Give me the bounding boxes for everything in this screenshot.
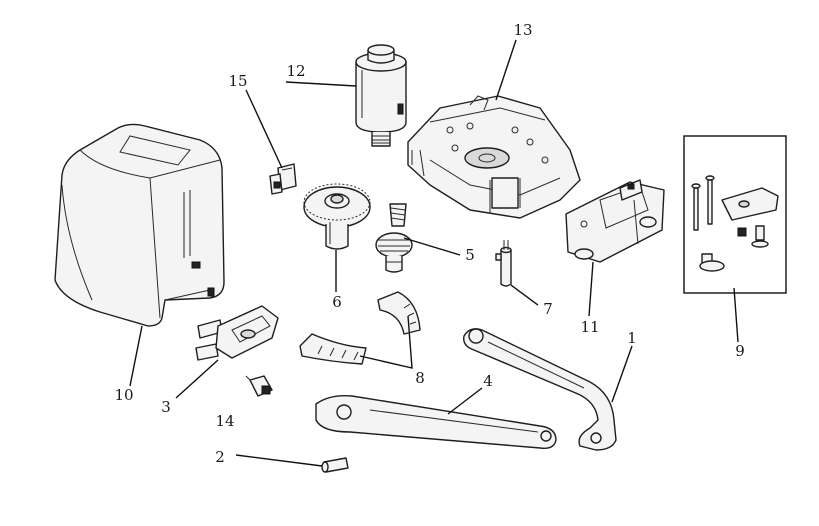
leader-7	[510, 284, 539, 306]
callout-2: 2	[215, 448, 225, 466]
callout-8: 8	[415, 369, 425, 387]
cover-housing	[54, 123, 225, 327]
leader-5	[403, 237, 461, 256]
callout-15: 15	[228, 72, 247, 90]
leader-4	[447, 387, 483, 415]
worm-gear	[375, 203, 413, 273]
callout-7: 7	[543, 300, 553, 318]
callout-9: 9	[735, 342, 745, 360]
gear-with-shaft	[303, 183, 371, 250]
motor	[355, 44, 407, 147]
callout-5: 5	[465, 246, 475, 264]
leader-10	[129, 325, 143, 387]
leader-lines	[129, 39, 739, 467]
callout-13: 13	[513, 21, 532, 39]
gear-sector-lower	[299, 333, 367, 365]
callout-4: 4	[483, 372, 493, 390]
hardware-kit-items	[691, 175, 779, 272]
leader-8	[359, 315, 413, 369]
base-plate	[407, 95, 581, 219]
curved-arm	[463, 328, 617, 451]
drive-arm	[315, 394, 557, 450]
leader-11	[588, 261, 594, 317]
leader-15	[245, 89, 283, 169]
mounting-bracket	[565, 179, 665, 263]
leader-1	[611, 345, 633, 403]
lock-assembly	[195, 305, 279, 361]
callout-11: 11	[580, 318, 599, 336]
limit-switch	[269, 163, 297, 195]
callout-3: 3	[161, 398, 171, 416]
lock-key	[245, 375, 273, 397]
gear-sector-upper	[377, 291, 421, 335]
small-pin	[321, 457, 349, 473]
leader-3	[175, 359, 219, 399]
callout-labels: 1 2 3 4 5 6 7 8 9 10 11 12 13 14 15	[114, 21, 744, 466]
callout-1: 1	[627, 329, 637, 347]
callout-6: 6	[332, 293, 342, 311]
callout-14: 14	[215, 412, 234, 430]
leader-9	[733, 287, 739, 343]
callout-12: 12	[286, 62, 305, 80]
leader-12	[285, 81, 357, 87]
leader-13	[495, 39, 517, 101]
leader-2	[235, 454, 323, 467]
callout-10: 10	[114, 386, 133, 404]
release-pin	[495, 240, 512, 287]
